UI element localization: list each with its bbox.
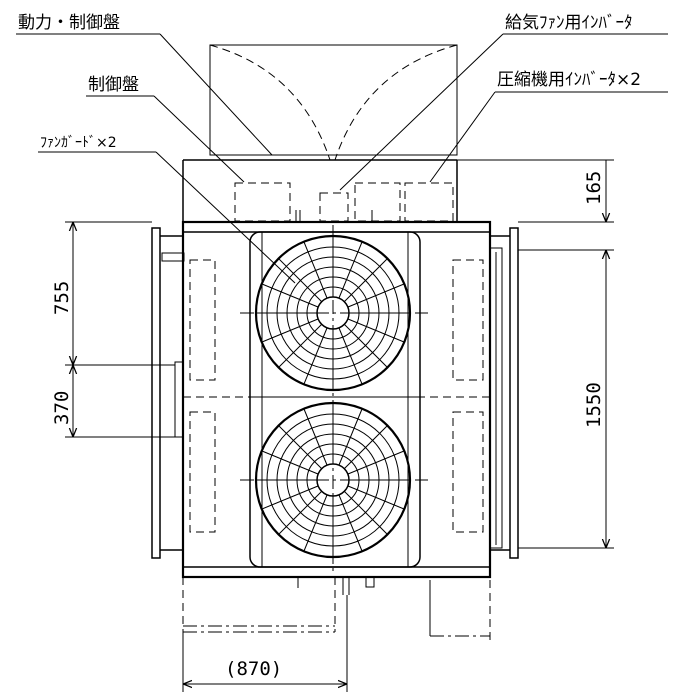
leader-lines xyxy=(153,33,504,284)
dim-text-370: 370 xyxy=(51,391,73,425)
dim-text-1550: 1550 xyxy=(583,382,605,428)
label-fan-guard: ﾌｧﾝｶﾞｰﾄﾞ×2 xyxy=(40,135,117,151)
dimension-165: 165 xyxy=(457,159,614,251)
label-compressor-inverter: 圧縮機用ｲﾝﾊﾞｰﾀ×2 xyxy=(497,70,641,90)
label-power-control-panel: 動力・制御盤 xyxy=(18,13,120,33)
label-supply-fan-inverter: 給気ﾌｧﾝ用ｲﾝﾊﾞｰﾀ xyxy=(505,13,633,33)
lower-extensions xyxy=(182,577,491,640)
dimension-755: 755 xyxy=(51,221,175,366)
center-lines xyxy=(240,225,428,575)
dim-text-870: (870) xyxy=(225,658,282,680)
dimension-870: (870) xyxy=(182,595,348,692)
dim-text-165: 165 xyxy=(583,171,605,205)
dimension-1550: 1550 xyxy=(518,250,614,549)
dim-text-755: 755 xyxy=(51,281,73,315)
dimension-370: 370 xyxy=(51,365,175,438)
label-control-panel: 制御盤 xyxy=(88,75,139,95)
unit-body xyxy=(151,220,519,595)
control-panel-housing xyxy=(182,44,458,222)
